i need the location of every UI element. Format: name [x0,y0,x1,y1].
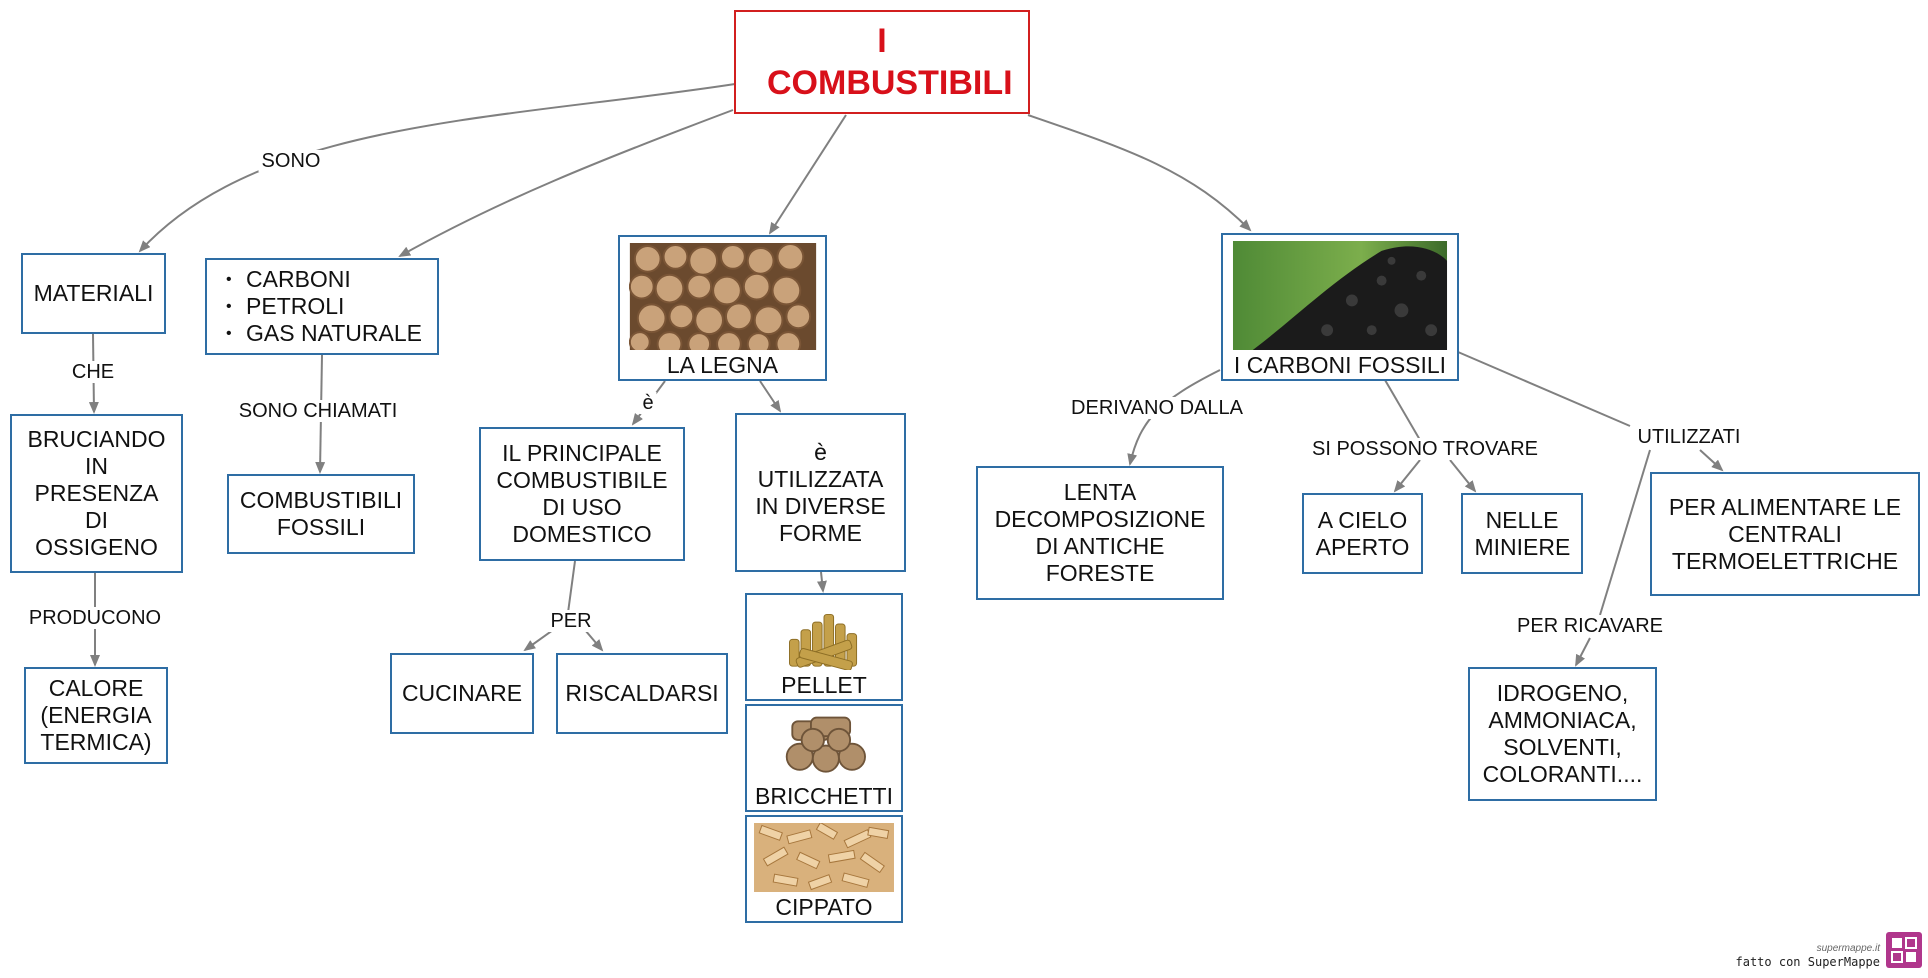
node-cippato: CIPPATO [745,815,903,923]
connector-utilizzati-idrogeno [1599,449,1651,616]
link-label-sono: SONO [258,150,324,172]
pellet-image [779,601,869,670]
connector-principale-cucinare [523,560,576,652]
coal-image [1232,241,1448,350]
connector-si-possono-cielo [1393,459,1421,493]
connector-title-tipi [398,109,734,257]
link-label-e: è [639,392,657,414]
list-item: GAS NATURALE [222,320,422,347]
node-lenta: LENTA DECOMPOSIZIONE DI ANTICHE FORESTE [976,466,1224,600]
link-label-producono: PRODUCONO [25,607,165,629]
connector-carboni-utilizzati [1457,351,1631,427]
connector-si-possono-miniere [1449,459,1477,493]
connector-legna-utilizzata [759,380,782,413]
connector-title-legna [768,114,847,235]
supermappe-logo-icon [1886,932,1922,968]
node-cielo: A CIELO APERTO [1302,493,1423,574]
link-label-si-possono: SI POSSONO TROVARE [1309,438,1541,460]
connector-title-carboni [1027,114,1252,232]
node-bruciando: BRUCIANDO IN PRESENZA DI OSSIGENO [10,414,183,573]
footer-site: supermappe.it [1816,943,1880,954]
link-label-sono-chiamati: SONO CHIAMATI [235,400,401,422]
node-riscaldarsi: RISCALDARSI [556,653,728,734]
node-tipi-combustibili: CARBONI PETROLI GAS NATURALE [205,258,439,355]
briquettes-image [779,712,869,781]
connector-utilizzata-pellet [816,571,827,593]
node-miniere: NELLE MINIERE [1461,493,1583,574]
wood-logs-image [628,243,816,350]
node-calore: CALORE (ENERGIA TERMICA) [24,667,168,764]
node-centrali: PER ALIMENTARE LE CENTRALI TERMOELETTRIC… [1650,472,1920,596]
node-principale: IL PRINCIPALE COMBUSTIBILE DI USO DOMEST… [479,427,685,561]
footer-credit: fatto con SuperMappe [1735,955,1881,969]
connector-utilizzati-centrali [1699,449,1724,472]
node-materiali: MATERIALI [21,253,166,334]
connector-per-ricavare-idrogeno [1575,637,1591,667]
wood-chips-image [754,823,894,892]
link-label-per: PER [547,610,595,632]
node-legna: LA LEGNA [618,235,827,381]
node-cucinare: CUCINARE [390,653,534,734]
list-item: CARBONI [222,266,422,293]
node-carboni-fossili: I CARBONI FOSSILI [1221,233,1459,381]
connector-title-materiali [138,83,736,253]
node-utilizzata: è UTILIZZATA IN DIVERSE FORME [735,413,906,572]
node-bricchetti: BRICCHETTI [745,704,903,812]
list-item: PETROLI [222,293,422,320]
link-label-per-ricavare: PER RICAVARE [1514,615,1666,637]
link-label-che: CHE [68,361,118,383]
connector-per-riscaldarsi [584,629,604,652]
fuel-types-list: CARBONI PETROLI GAS NATURALE [222,266,422,347]
link-label-utilizzati: UTILIZZATI [1634,426,1744,448]
node-combustibili-fossili: COMBUSTIBILI FOSSILI [227,474,415,554]
node-pellet: PELLET [745,593,903,701]
map-title: I COMBUSTIBILI [734,10,1030,114]
link-label-derivano: DERIVANO DALLA [1068,397,1246,419]
node-idrogeno: IDROGENO, AMMONIACA, SOLVENTI, COLORANTI… [1468,667,1657,801]
connector-carboni-si-possono [1384,379,1421,441]
